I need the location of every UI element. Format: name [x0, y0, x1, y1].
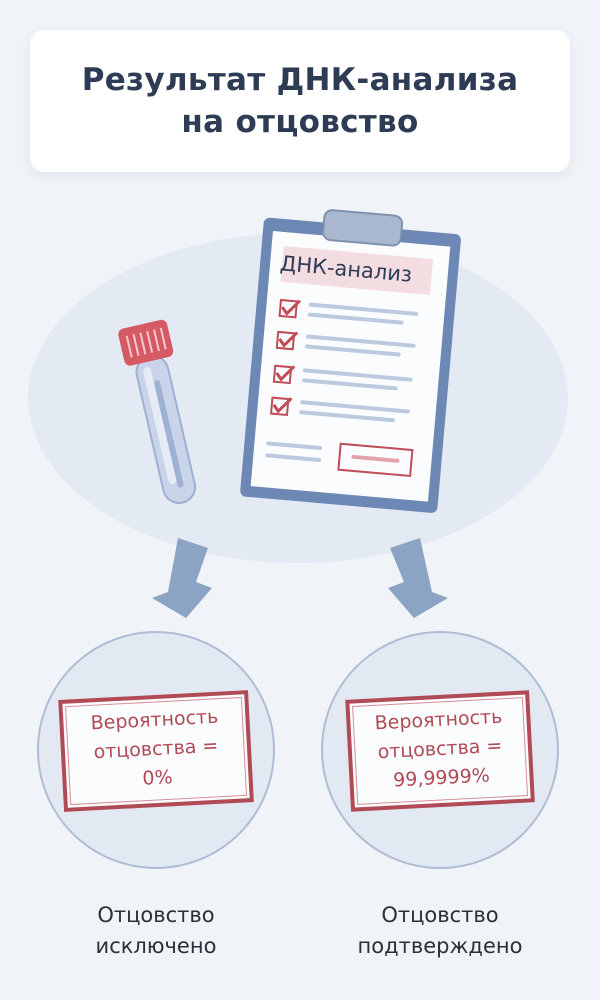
test-tube-icon	[118, 319, 197, 504]
page-title-line-1: Результат ДНК-анализа	[81, 62, 519, 98]
clipboard-icon	[240, 209, 461, 513]
stamp-text-excluded: Вероятность отцовства = 0%	[61, 701, 251, 798]
caption-line: подтверждено	[357, 934, 523, 958]
page-title-line-2: на отцовство	[181, 104, 419, 140]
checklist-item	[272, 364, 413, 391]
caption-line: Отцовство	[97, 903, 215, 927]
checkmark-icon	[281, 299, 302, 316]
stamp-excluded	[58, 690, 254, 812]
clipboard-stamp	[337, 442, 414, 478]
arrow-down-icon	[152, 538, 212, 618]
arrow-down-icon	[388, 538, 448, 618]
checklist-item	[275, 330, 416, 357]
checklist-item	[269, 396, 410, 423]
caption-confirmed: Отцовство подтверждено	[320, 900, 560, 962]
checklist	[269, 298, 419, 423]
checklist-item	[278, 298, 419, 325]
checkmark-icon	[275, 365, 296, 382]
stamp-text-confirmed: Вероятность отцовства = 99,9999%	[348, 701, 532, 797]
title-card: Результат ДНК-анализа на отцовство	[30, 30, 570, 172]
checkmark-icon	[272, 397, 293, 414]
caption-line: Отцовство	[381, 903, 499, 927]
caption-line: исключено	[95, 934, 217, 958]
stamp-confirmed	[345, 690, 535, 812]
caption-excluded: Отцовство исключено	[36, 900, 276, 962]
checkmark-icon	[278, 331, 299, 348]
